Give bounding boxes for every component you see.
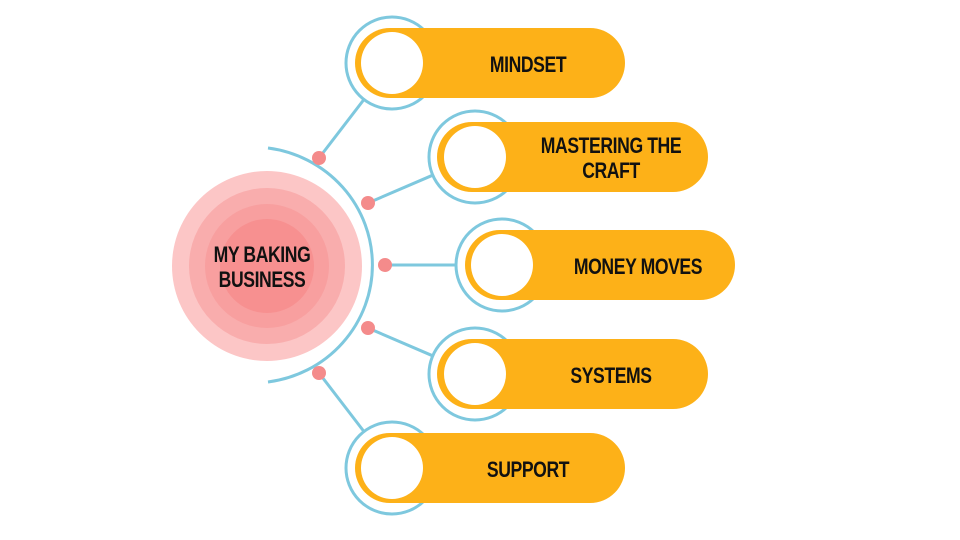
- item-label-line1: MASTERING THE: [541, 134, 682, 158]
- icon-circle: [444, 343, 506, 405]
- icon-circle: [471, 234, 533, 296]
- center-label-line1: MY BAKING: [214, 243, 311, 267]
- item-label: MINDSET: [490, 53, 567, 77]
- connector-line: [367, 174, 433, 205]
- core-ring-4: [220, 219, 314, 313]
- branch-item: MINDSET: [312, 15, 625, 165]
- label-pill: [437, 122, 708, 192]
- branch-item: SUPPORT: [312, 366, 625, 516]
- label-pill: [355, 433, 625, 503]
- node-dot: [361, 196, 375, 210]
- label-pill: [465, 230, 735, 300]
- branch-item: MONEY MOVES: [378, 217, 735, 313]
- center-label-line2: BUSINESS: [219, 268, 306, 292]
- node-dot: [378, 258, 392, 272]
- connector-arc: [267, 146, 374, 384]
- item-label: SUPPORT: [487, 458, 569, 482]
- icon-circle: [444, 126, 506, 188]
- connector-line: [317, 372, 365, 432]
- label-pill: [437, 339, 708, 409]
- node-dot: [312, 366, 326, 380]
- branch-item: SYSTEMS: [361, 321, 708, 422]
- item-label-line2: CRAFT: [582, 159, 640, 183]
- connector-line: [317, 99, 365, 159]
- node-dot: [361, 321, 375, 335]
- central-node: MY BAKING BUSINESS: [172, 171, 362, 361]
- label-pill: [355, 28, 625, 98]
- item-label: MONEY MOVES: [574, 255, 702, 279]
- icon-circle: [361, 437, 423, 499]
- icon-circle: [361, 32, 423, 94]
- node-dot: [312, 151, 326, 165]
- connector-line: [367, 326, 433, 357]
- item-label: SYSTEMS: [570, 364, 651, 388]
